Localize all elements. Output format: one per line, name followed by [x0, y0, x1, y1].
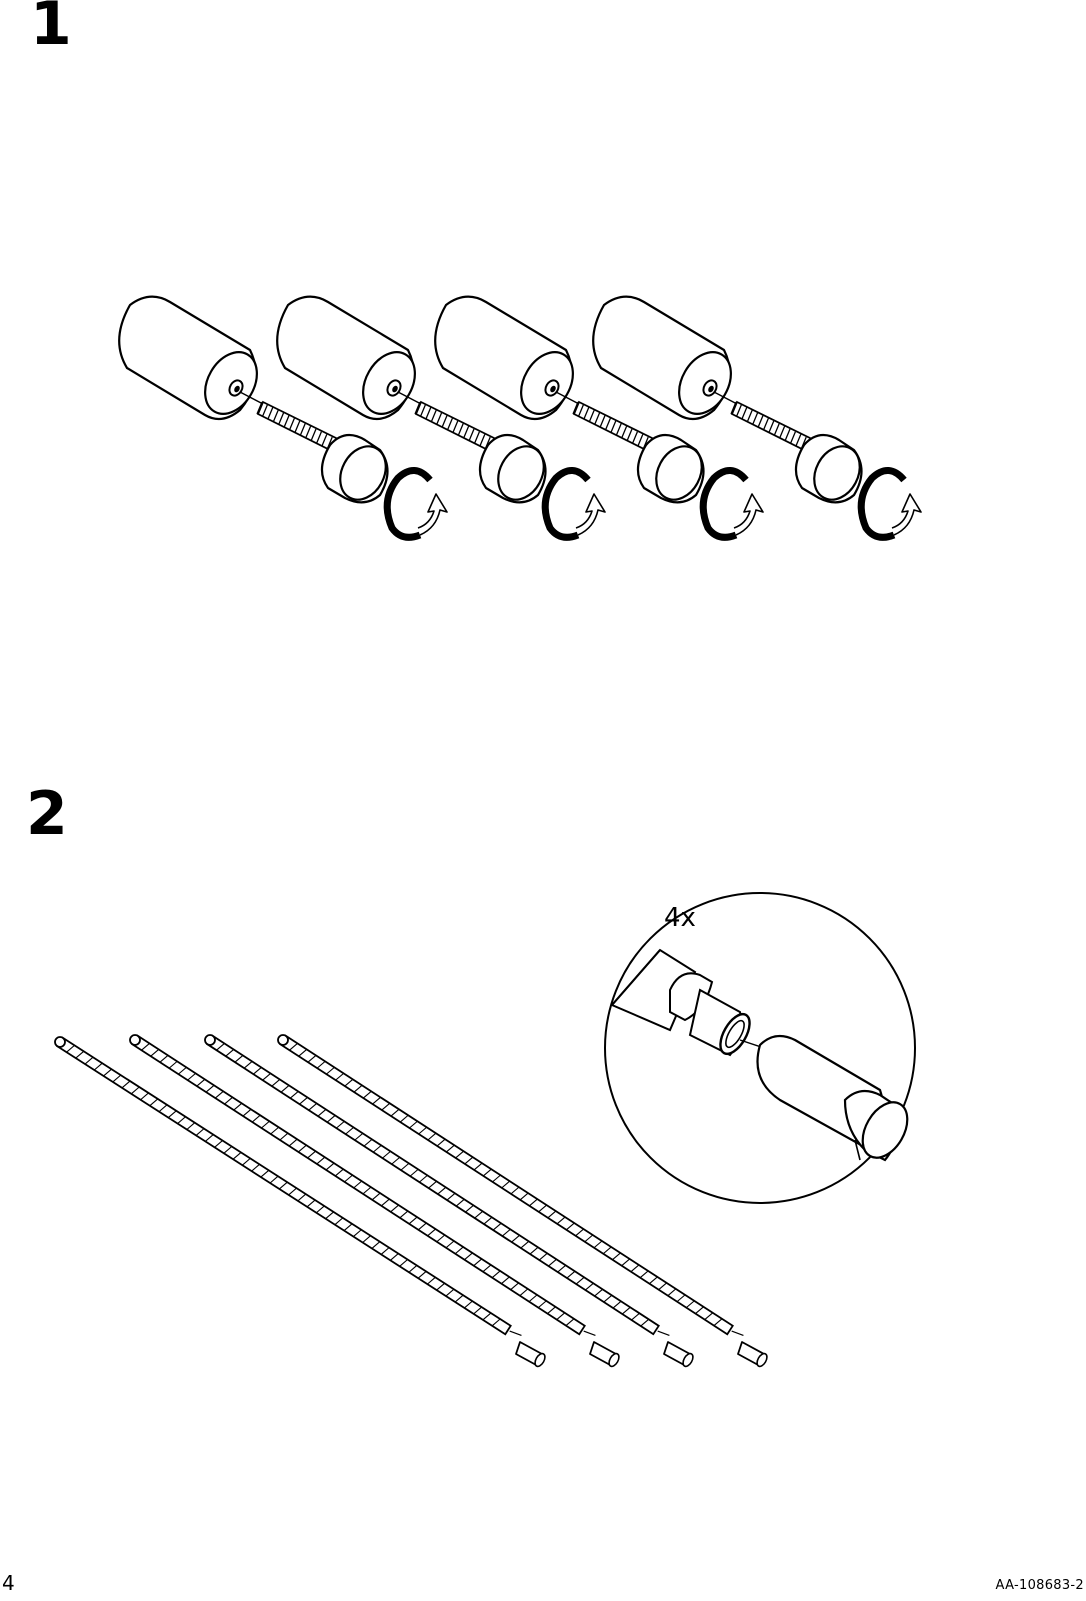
step-2-illustration: 4x [0, 880, 1086, 1410]
end-pin-icon [738, 1342, 769, 1368]
step-2-number: 2 [26, 784, 68, 844]
end-pin-icon [664, 1342, 695, 1368]
cap-icon [480, 435, 553, 508]
rotate-arrow-icon [545, 470, 605, 537]
cap-icon [638, 435, 711, 508]
quantity-label: 4x [664, 903, 696, 933]
threaded-rod-2 [130, 1035, 621, 1368]
rotate-arrow-icon [703, 470, 763, 537]
document-code: AA-108683-2 [996, 1578, 1084, 1593]
detail-circle: 4x [605, 893, 916, 1203]
screw-icon [257, 402, 340, 452]
end-pin-icon [590, 1342, 621, 1368]
step-1-number: 1 [30, 0, 72, 54]
screw-icon [731, 402, 814, 452]
end-pin-icon [516, 1342, 547, 1368]
rotate-arrow-icon [861, 470, 921, 537]
step-1-illustration [0, 280, 1086, 570]
cap-icon [796, 435, 869, 508]
cap-icon [322, 435, 395, 508]
screw-icon [573, 402, 656, 452]
rotate-arrow-icon [387, 470, 447, 537]
page-number: 4 [2, 1571, 15, 1595]
screw-icon [415, 402, 498, 452]
threaded-rod-1 [55, 1037, 547, 1368]
